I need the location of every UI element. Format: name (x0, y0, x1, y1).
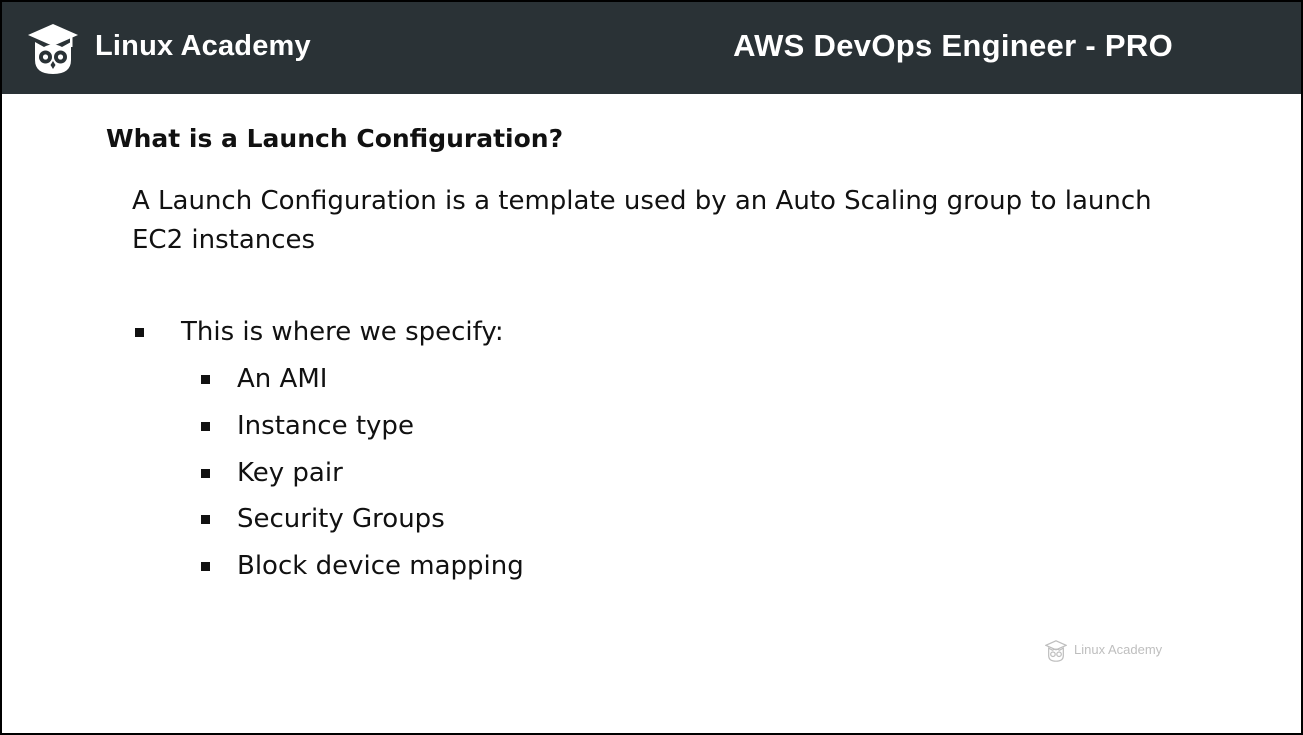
brand-name: Linux Academy (95, 30, 311, 62)
bullet-square-icon (201, 562, 210, 571)
bullet-square-icon (135, 328, 144, 337)
bullet-square-icon (201, 469, 210, 478)
sub-bullet-text: Key pair (237, 458, 343, 488)
bullet-square-icon (201, 422, 210, 431)
slide-title: What is a Launch Configuration? (106, 124, 564, 153)
bullet-square-icon (201, 375, 210, 384)
bullet-text: This is where we specify: (181, 317, 504, 347)
slide-description: A Launch Configuration is a template use… (132, 186, 1152, 255)
sub-bullet-text: Block device mapping (237, 551, 524, 581)
owl-watermark-icon (1045, 640, 1067, 662)
bullet-square-icon (201, 515, 210, 524)
header-bar: Linux Academy AWS DevOps Engineer - PRO (2, 2, 1301, 94)
owl-logo-icon (28, 24, 78, 74)
course-title: AWS DevOps Engineer - PRO (733, 28, 1173, 63)
watermark-text: Linux Academy (1074, 642, 1163, 657)
sub-bullet-text: An AMI (237, 364, 328, 394)
sub-bullet-text: Instance type (237, 411, 414, 441)
sub-bullet-text: Security Groups (237, 504, 445, 534)
